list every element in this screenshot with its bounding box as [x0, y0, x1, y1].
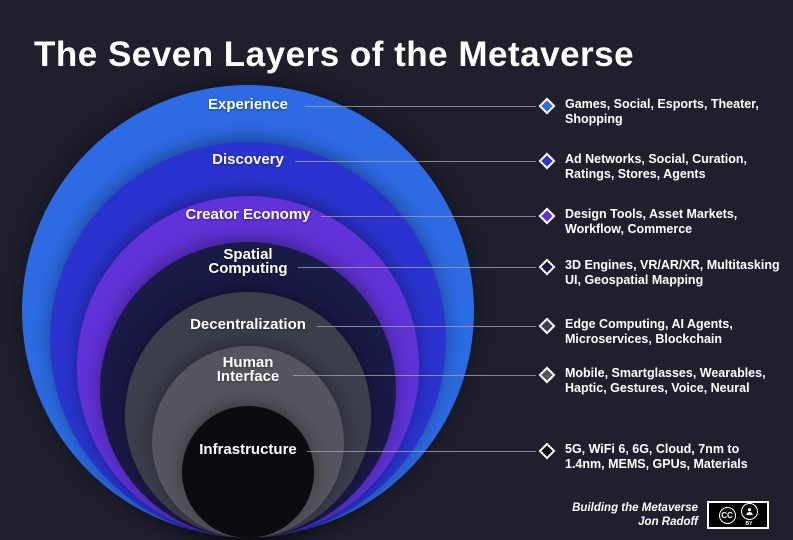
cc-by-attribution: BY — [740, 503, 758, 527]
layer-label-creator-economy: Creator Economy — [185, 206, 311, 223]
page-title: The Seven Layers of the Metaverse — [34, 35, 635, 75]
connector-line-discovery — [295, 161, 536, 162]
layer-description-decentralization: Edge Computing, AI Agents, Microservices… — [565, 317, 733, 346]
layer-bullet-icon-human-interface — [538, 366, 556, 384]
credit-text: Building the Metaverse Jon Radoff — [572, 502, 698, 529]
layer-label-spatial-computing: Spatial Computing — [208, 246, 288, 277]
layer-label-discovery: Discovery — [212, 151, 284, 168]
connector-line-infrastructure — [307, 451, 536, 452]
layer-label-experience: Experience — [207, 96, 289, 113]
connector-line-creator-economy — [321, 216, 536, 217]
layer-bullet-icon-experience — [538, 97, 556, 115]
cc-license-badge: CC BY — [707, 501, 769, 529]
credit-line-2: Jon Radoff — [638, 515, 698, 528]
layer-bullet-icon-discovery — [538, 152, 556, 170]
layer-bullet-icon-infrastructure — [538, 442, 556, 460]
layer-description-human-interface: Mobile, Smartglasses, Wearables, Haptic,… — [565, 366, 766, 395]
connector-line-experience — [305, 106, 536, 107]
cc-icon: CC — [718, 506, 736, 524]
by-label: BY — [745, 521, 753, 527]
credit-line-1: Building the Metaverse — [572, 502, 698, 514]
layer-label-infrastructure: Infrastructure — [199, 441, 297, 458]
connector-line-decentralization — [317, 326, 536, 327]
layer-bullet-icon-spatial-computing — [538, 258, 556, 276]
connector-line-spatial-computing — [298, 267, 536, 268]
layer-label-human-interface: Human Interface — [216, 354, 280, 385]
layer-label-decentralization: Decentralization — [190, 316, 306, 333]
layer-bullet-icon-creator-economy — [538, 207, 556, 225]
person-icon — [740, 503, 758, 520]
layer-description-discovery: Ad Networks, Social, Curation, Ratings, … — [565, 152, 747, 181]
layer-description-experience: Games, Social, Esports, Theater, Shoppin… — [565, 97, 759, 126]
layer-description-infrastructure: 5G, WiFi 6, 6G, Cloud, 7nm to 1.4nm, MEM… — [565, 442, 748, 471]
layer-bullet-icon-decentralization — [538, 317, 556, 335]
connector-line-human-interface — [293, 375, 536, 376]
layer-circle-infrastructure — [182, 406, 314, 538]
layer-description-spatial-computing: 3D Engines, VR/AR/XR, Multitasking UI, G… — [565, 258, 780, 287]
layer-description-creator-economy: Design Tools, Asset Markets, Workflow, C… — [565, 207, 738, 236]
